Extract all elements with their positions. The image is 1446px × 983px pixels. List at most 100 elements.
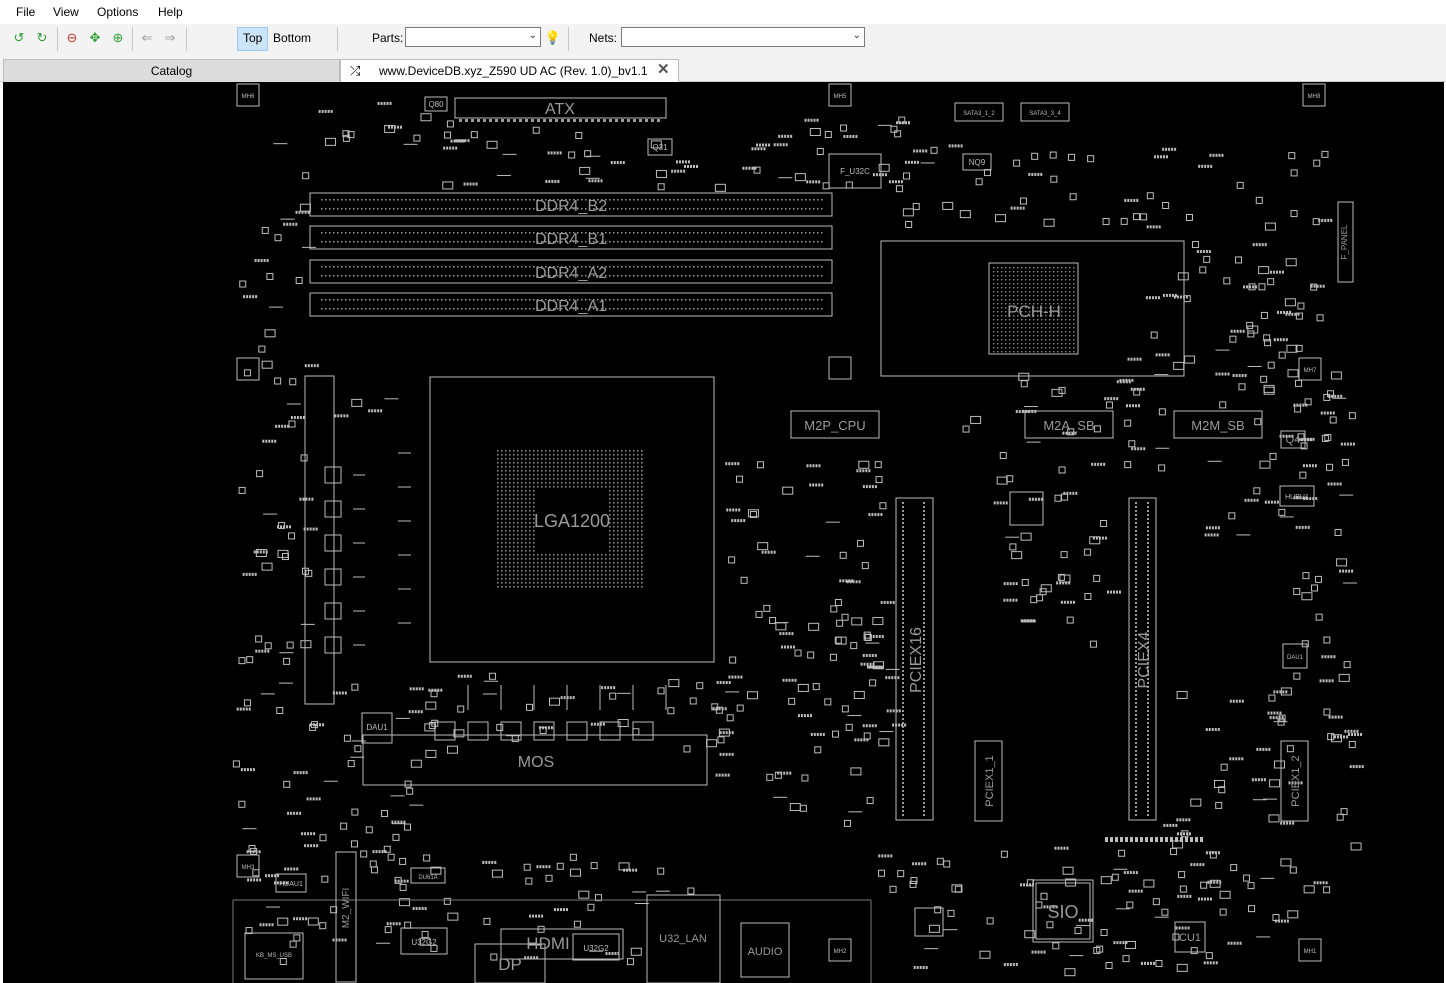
atx-connector[interactable] <box>454 97 667 119</box>
lpc-chip[interactable] <box>914 907 944 937</box>
pcb-pad <box>1116 941 1119 945</box>
q4-part[interactable] <box>1280 430 1306 449</box>
bottom-side-toggle[interactable]: Bottom <box>273 31 312 45</box>
pcb-pad <box>1061 319 1063 321</box>
close-icon[interactable]: ✕ <box>657 61 670 78</box>
pcb-pad <box>509 554 511 556</box>
top-side-toggle[interactable]: Top <box>237 27 269 51</box>
pcb-pad <box>753 208 755 210</box>
menu-help[interactable]: Help <box>158 5 183 19</box>
zoom-in-icon[interactable]: ⊕ <box>112 30 124 45</box>
pcb-pad <box>889 885 897 893</box>
hubu1-chip[interactable] <box>1279 485 1315 507</box>
q31-part[interactable] <box>647 138 673 156</box>
sata3-12-connector[interactable] <box>954 102 1004 122</box>
dimm-slot-a2[interactable] <box>309 259 833 284</box>
f-u32c-header[interactable] <box>828 153 882 189</box>
pciex1-1-slot[interactable] <box>974 740 1003 822</box>
u32g2-b-connector[interactable] <box>572 933 620 961</box>
m2m-sb-slot[interactable] <box>1173 410 1263 439</box>
pcb-pad <box>489 266 491 268</box>
pcb-pad <box>1033 291 1035 293</box>
pcb-pad <box>679 160 682 164</box>
pcb-pad <box>1213 779 1225 788</box>
dgl-chip[interactable] <box>1009 491 1044 526</box>
pcb-drawing[interactable]: ATX DDR4_B2 DDR4_B1 DDR4_A2 DDR4_A1 PCH-… <box>3 82 1444 983</box>
mos-area[interactable] <box>362 734 708 786</box>
rotate-right-icon[interactable]: ↻ <box>36 30 48 45</box>
audio-jack[interactable] <box>740 922 790 978</box>
u32g2-connector[interactable] <box>400 927 448 955</box>
highlight-bulb-icon[interactable]: 💡 <box>544 30 562 45</box>
menu-options[interactable]: Options <box>97 5 139 19</box>
chevron-down-icon[interactable]: ⌄ <box>852 30 861 41</box>
hdmi-port[interactable] <box>500 928 624 960</box>
mounting-hole-mh1[interactable] <box>1298 938 1322 962</box>
pciex4-slot[interactable] <box>1128 497 1157 821</box>
pcb-pad <box>609 266 611 268</box>
dau1-chip[interactable] <box>361 712 393 744</box>
left-connector-column[interactable] <box>304 375 335 705</box>
rotate-left-icon[interactable]: ↺ <box>13 30 25 45</box>
mounting-hole-mh5b[interactable] <box>236 357 260 381</box>
mounting-hole-mh2[interactable] <box>828 938 852 962</box>
dimm-slot-b2[interactable] <box>309 192 833 217</box>
pcb-pad <box>589 454 591 456</box>
cu1-chip[interactable] <box>1174 921 1206 953</box>
mounting-hole-mh5c[interactable] <box>828 356 852 380</box>
cpu-socket[interactable] <box>429 376 715 663</box>
tab-board[interactable]: ⤮ www.DeviceDB.xyz_Z590 UD AC (Rev. 1.0)… <box>340 59 679 82</box>
kb-ms-usb-port[interactable] <box>244 932 304 980</box>
mounting-hole-mh8[interactable] <box>1302 83 1326 107</box>
tab-catalog[interactable]: Catalog <box>3 59 340 82</box>
pcb-pad <box>509 510 511 512</box>
f-panel-header[interactable] <box>1337 201 1354 283</box>
pch-chip[interactable] <box>988 262 1079 355</box>
pcb-pad <box>805 199 807 201</box>
m2a-sb-slot[interactable] <box>1024 410 1114 439</box>
dimm-slot-a1[interactable] <box>309 292 833 317</box>
pcb-pad <box>302 497 305 501</box>
q80-part[interactable] <box>424 96 448 112</box>
menu-file[interactable]: File <box>16 5 36 19</box>
lan-usb-port[interactable] <box>646 894 721 983</box>
back-arrow-icon[interactable]: ⇐ <box>141 30 153 45</box>
forward-arrow-icon[interactable]: ⇒ <box>164 30 176 45</box>
pcb-pad <box>533 478 535 480</box>
fit-all-icon[interactable]: ✥ <box>89 30 101 45</box>
pcb-pad <box>397 241 399 243</box>
pcb-pad <box>501 542 503 544</box>
dp-port[interactable] <box>474 943 546 983</box>
pciex1-2-slot[interactable] <box>1280 740 1309 822</box>
mounting-hole-mh6[interactable] <box>236 83 260 107</box>
pcb-pad <box>862 724 865 728</box>
pcb-pad <box>637 462 639 464</box>
pcb-pad <box>605 199 607 201</box>
menu-view[interactable]: View <box>53 5 79 19</box>
m2p-cpu-slot[interactable] <box>790 410 880 439</box>
zoom-out-icon[interactable]: ⊖ <box>66 30 78 45</box>
mounting-hole-mh3[interactable] <box>236 854 260 878</box>
pciex16-slot[interactable] <box>895 497 934 821</box>
pcb-pad <box>809 180 812 184</box>
du61a-chip[interactable] <box>410 867 446 884</box>
dimm-slot-b1[interactable] <box>309 225 833 250</box>
pcb-pad <box>923 698 925 700</box>
mounting-hole-mh7[interactable] <box>1298 357 1322 381</box>
pcb-pad <box>485 208 487 210</box>
m2-wifi-slot[interactable] <box>335 851 357 983</box>
board-canvas[interactable]: ATX DDR4_B2 DDR4_B1 DDR4_A2 DDR4_A1 PCH-… <box>3 82 1444 983</box>
mounting-hole-mh5[interactable] <box>828 83 852 107</box>
chevron-down-icon[interactable]: ⌄ <box>528 30 537 41</box>
pch-area[interactable] <box>880 240 1185 377</box>
huau1-chip[interactable] <box>275 873 307 893</box>
parts-combobox[interactable]: ⌄ <box>405 27 541 47</box>
dau1-right-chip[interactable] <box>1282 643 1308 669</box>
sio-chip[interactable] <box>1032 879 1094 943</box>
nq9-part[interactable] <box>962 153 992 171</box>
nets-combobox[interactable]: ⌄ <box>621 27 865 47</box>
sata3-34-connector[interactable] <box>1020 102 1070 122</box>
pcb-pad <box>1001 339 1003 341</box>
pcb-pad <box>1198 164 1201 168</box>
pcb-pad <box>310 723 313 727</box>
